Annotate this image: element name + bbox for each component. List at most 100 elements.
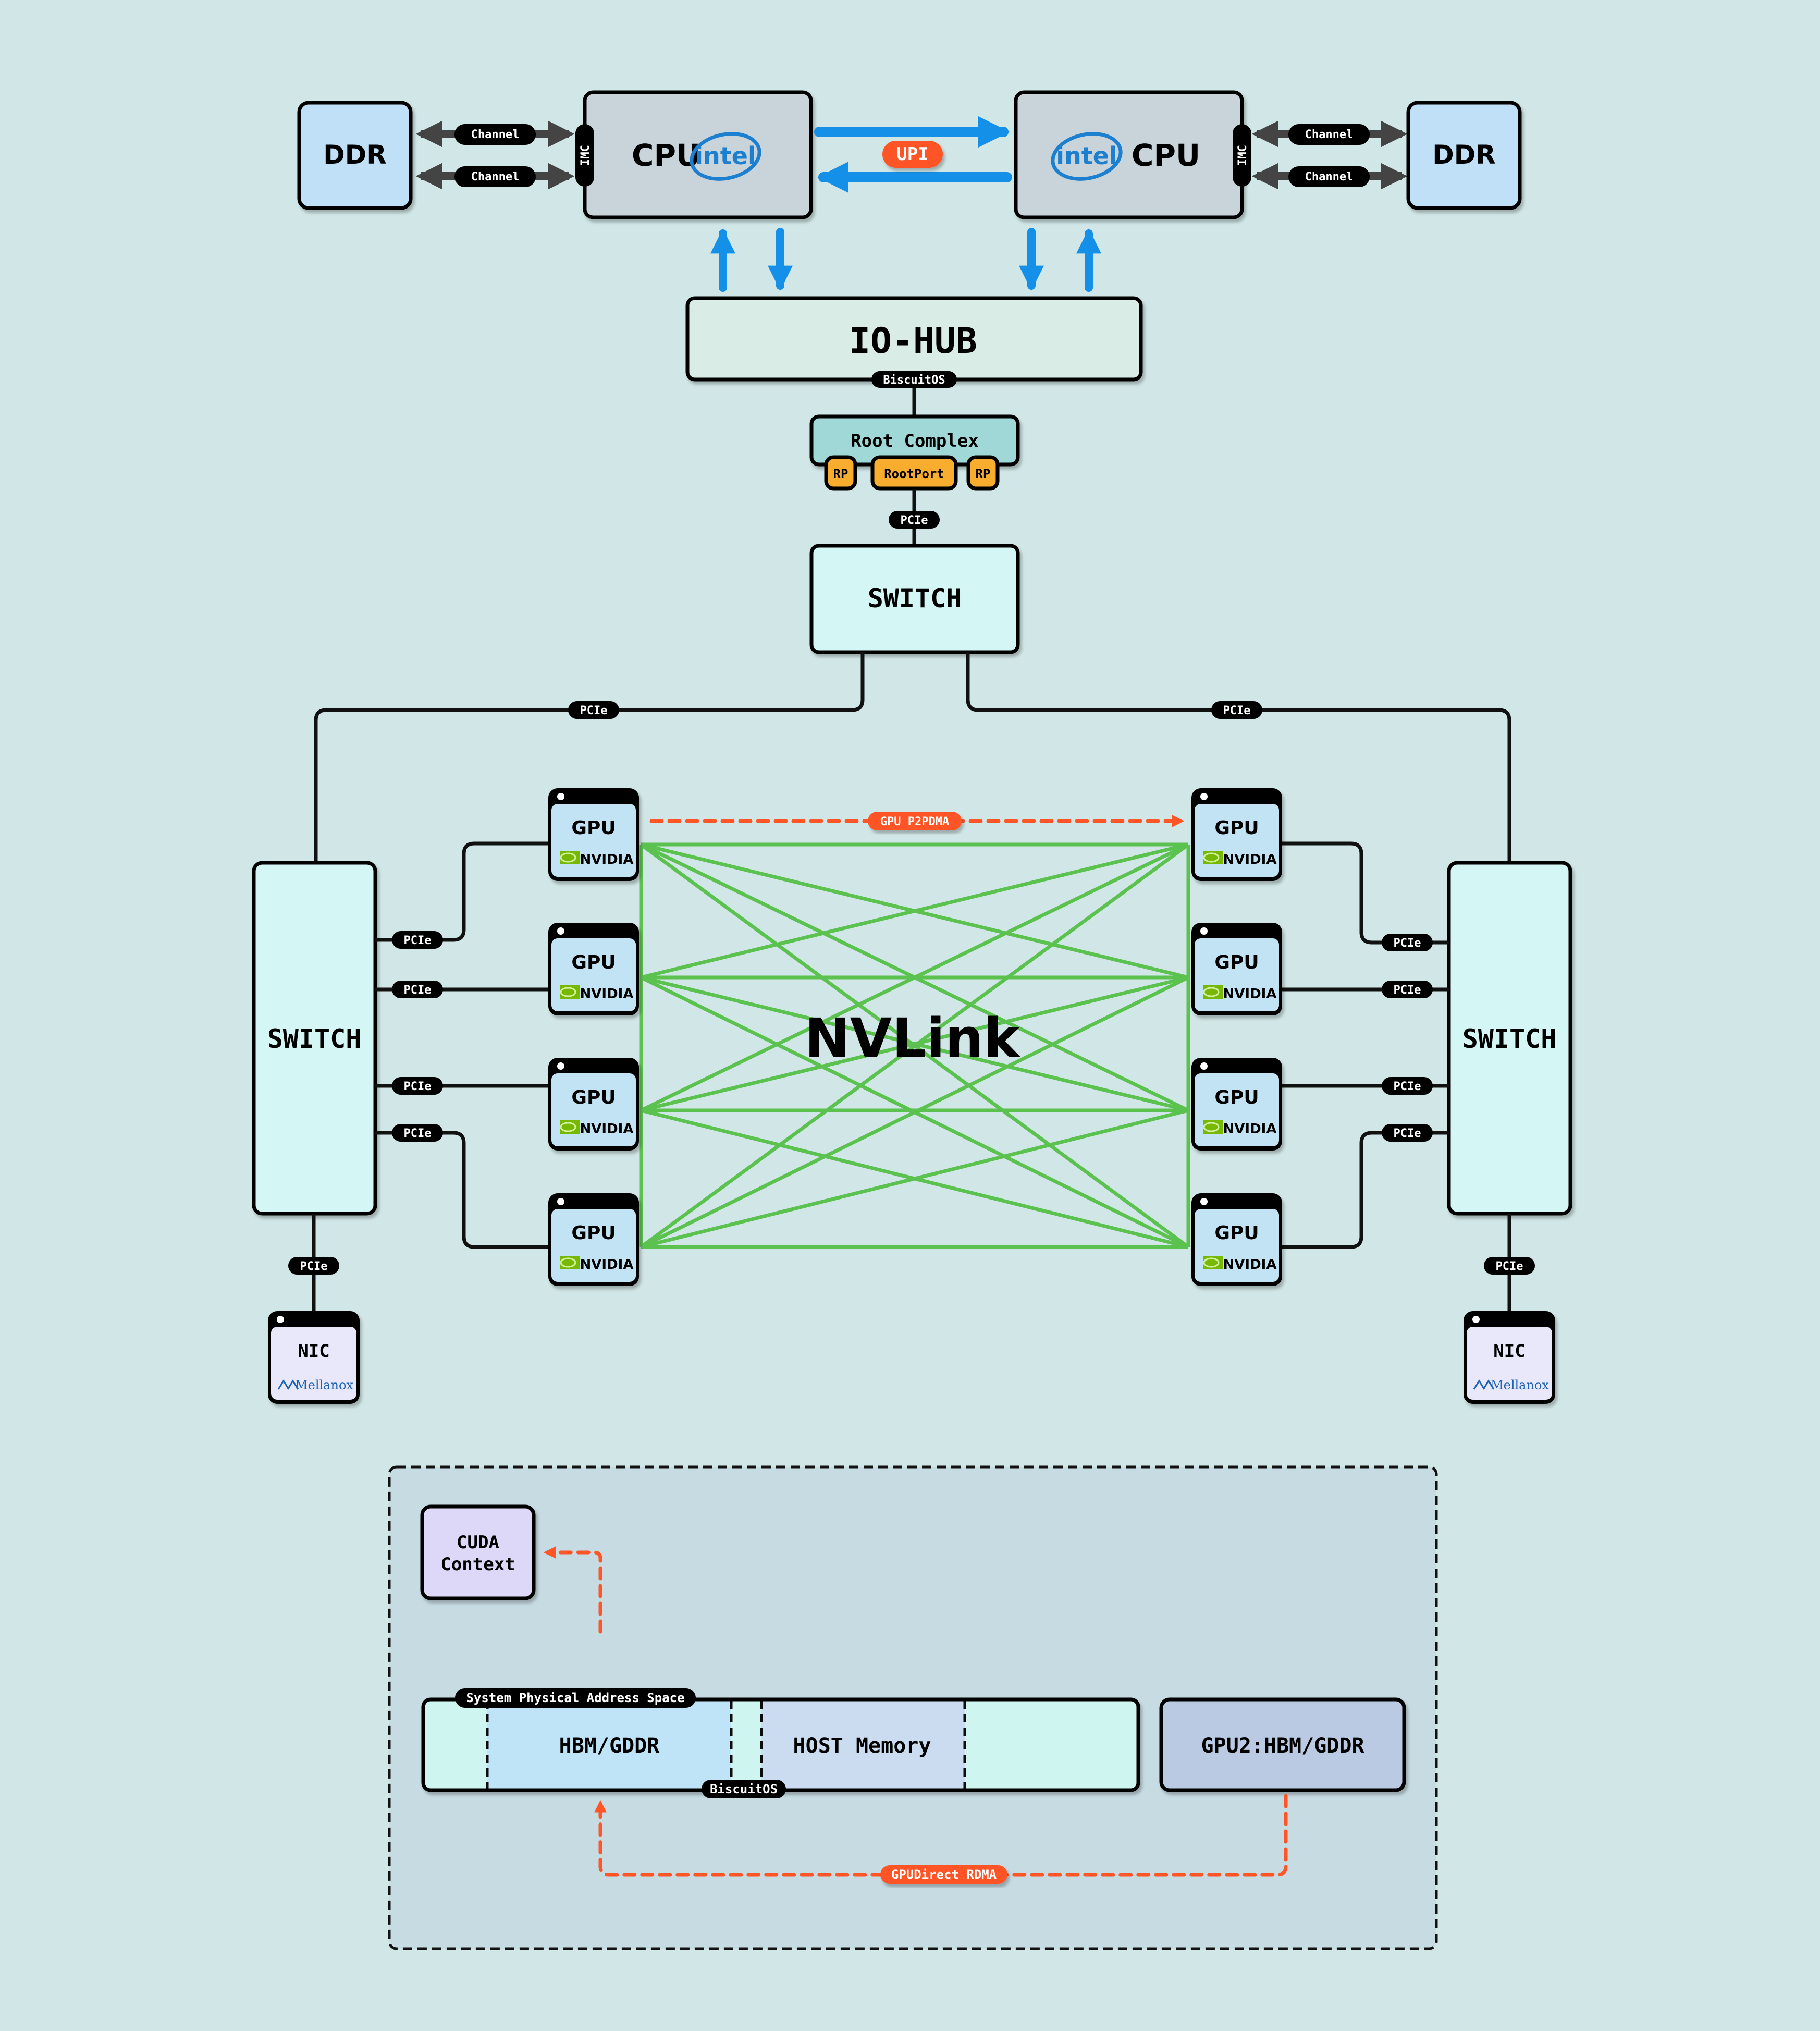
status-dot-icon [1200,793,1208,800]
gpu-card-right-3[interactable]: GPU NVIDIA [1191,1058,1282,1151]
io-hub-tag: BiscuitOS [871,371,957,388]
spas-label: System Physical Address Space [466,1691,684,1705]
pcie-label: PCIe [1394,1127,1421,1140]
root-port-main[interactable]: RootPort [870,455,958,491]
nvidia-brand: NVIDIA [1223,852,1277,867]
nvidia-logo-icon: NVIDIA [1203,1120,1276,1137]
nvidia-brand: NVIDIA [1223,1121,1277,1137]
ddr-right[interactable]: DDR [1406,101,1522,210]
channel-link-left-1: Channel [415,120,575,148]
root-complex-label: Root Complex [851,431,979,451]
nvlink-link [640,975,1189,1249]
nvidia-brand: NVIDIA [580,852,634,867]
nvidia-brand: NVIDIA [1223,1257,1277,1273]
mellanox-logo-icon: Mellanox [1473,1378,1549,1392]
intel-brand: intel [695,142,756,170]
pcie-label: PCIe [580,704,608,717]
root-port-right[interactable]: RP [966,455,1000,491]
host-memory-region [761,1701,965,1789]
nvidia-logo-icon: NVIDIA [560,851,633,867]
left-switch-label: SWITCH [267,1024,362,1054]
pcie-label: PCIe [404,1080,432,1093]
intel-logo-icon: intel [690,132,761,181]
left-nic-pcie-tag: PCIe [288,1257,339,1275]
cpu-right[interactable]: intel CPU [1014,90,1244,219]
io-hub-label: IO-HUB [849,321,977,362]
cuda-context[interactable]: CUDA Context [420,1504,536,1600]
bar-biscuitos-tag: BiscuitOS [702,1780,786,1798]
host-memory-label: HOST Memory [793,1734,931,1758]
upi-label: UPI [896,144,928,165]
ddr-left[interactable]: DDR [297,101,413,210]
status-dot-icon [277,1316,284,1323]
pcie-label: PCIe [1223,704,1251,717]
cuda-context-line1: CUDA [457,1532,499,1553]
intel-brand: intel [1056,142,1117,170]
imc-left: IMC [575,124,594,187]
gpu2-label: GPU2:HBM/GDDR [1201,1734,1364,1758]
right-gpu-pcie-tags: PCIe PCIe PCIe PCIe [1382,934,1433,1142]
gpu-card-left-2[interactable]: GPU NVIDIA [548,923,639,1016]
pcie-label: PCIe [1394,1080,1421,1093]
status-dot-icon [557,1062,564,1070]
channel-link-left-2: Channel [415,163,575,190]
status-dot-icon [1472,1316,1480,1323]
intel-logo-icon: intel [1051,132,1123,181]
io-hub[interactable]: IO-HUB [685,296,1143,382]
channel-label: Channel [1305,170,1354,183]
cpu-left[interactable]: CPU intel [583,90,813,219]
pcie-label: PCIe [1496,1260,1523,1273]
memory-panel: CUDA Context HBM/GDDR HOST Memory System… [388,1465,1438,1950]
status-dot-icon [557,1198,564,1205]
pcie-label: PCIe [901,514,928,527]
nvlink-link [641,842,1189,980]
left-uplink-pcie-tag: PCIe [568,701,619,719]
pcie-label: PCIe [404,934,432,947]
upi-link: UPI [814,116,1012,193]
spas-tag: System Physical Address Space [455,1688,696,1708]
gpu-label: GPU [1214,1087,1259,1108]
nic-card-left[interactable]: NIC Mellanox [268,1311,360,1404]
right-gpu-wires [1282,841,1449,1249]
mellanox-brand: Mellanox [1491,1378,1549,1392]
status-dot-icon [557,793,564,800]
right-switch[interactable]: SWITCH [1447,861,1572,1216]
right-switch-label: SWITCH [1462,1024,1557,1054]
cpu-section: DDR Channel Channel CPU intel IMC [297,90,1522,292]
nvidia-brand: NVIDIA [580,1121,634,1137]
gpu2-memory[interactable]: GPU2:HBM/GDDR [1159,1697,1406,1792]
nvidia-logo-icon: NVIDIA [1203,851,1276,867]
pcie-label: PCIe [404,984,432,997]
left-switch[interactable]: SWITCH [252,861,377,1216]
channel-label: Channel [1305,128,1354,141]
mellanox-brand: Mellanox [295,1378,353,1392]
root-switch-pcie-tag: PCIe [889,511,940,529]
cpu-iohub-links [710,228,1101,292]
system-physical-address-space-bar[interactable]: HBM/GDDR HOST Memory [421,1697,1140,1792]
root-port-left[interactable]: RP [824,455,857,491]
channel-label: Channel [471,170,520,183]
gpu-card-right-1[interactable]: GPU NVIDIA [1191,788,1282,881]
gpu-label: GPU [571,1222,616,1244]
nvidia-logo-icon: NVIDIA [560,985,633,1002]
imc-label: IMC [579,145,592,166]
root-port-label: RP [833,467,848,481]
status-dot-icon [1200,1198,1208,1205]
nic-label: NIC [298,1341,329,1362]
top-switch[interactable]: SWITCH [809,544,1020,654]
ddr-right-label: DDR [1432,140,1496,170]
gpu-label: GPU [571,952,616,973]
root-complex[interactable]: Root Complex [809,414,1020,467]
gpu-label: GPU [1214,817,1259,839]
hbm-label: HBM/GDDR [559,1734,660,1758]
gpu-label: GPU [1214,952,1259,973]
nvlink-label: NVLink [805,1007,1021,1070]
